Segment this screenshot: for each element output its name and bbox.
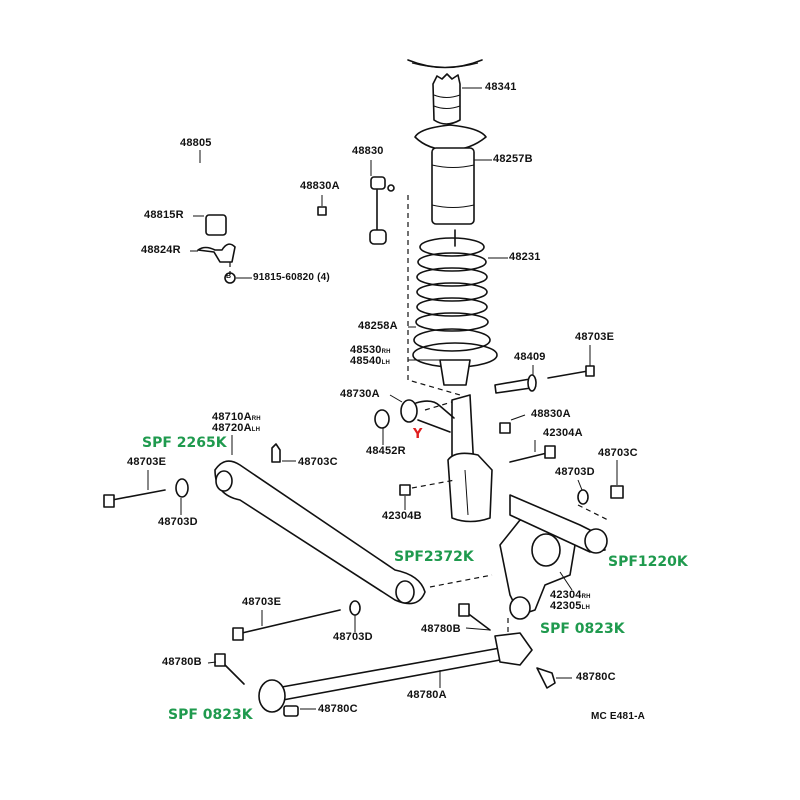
label-48703E-upper: 48703E xyxy=(575,331,615,343)
stabilizer-bushing-48815R xyxy=(193,214,227,236)
label-48703C-right: 48703C xyxy=(598,447,638,459)
label-48409: 48409 xyxy=(514,351,546,363)
coil-spring-48231 xyxy=(415,229,508,332)
label-48452R: 48452R xyxy=(366,445,406,457)
label-48730A: 48730A xyxy=(340,388,380,400)
label-48530: 48530RH xyxy=(350,345,391,356)
upper-control-arm xyxy=(509,494,608,554)
dust-boot-48257B xyxy=(414,124,492,225)
marker-y: Y xyxy=(413,427,423,442)
label-48540-number: 48540 xyxy=(350,355,382,367)
label-42305-side: LH xyxy=(581,605,590,611)
washer-48452R xyxy=(374,409,390,445)
label-48720A-side: LH xyxy=(251,427,261,433)
upper-mount-plate xyxy=(407,59,483,69)
bump-stopper-48341 xyxy=(432,73,482,125)
label-48805: 48805 xyxy=(180,137,212,149)
label-48703D-right: 48703D xyxy=(555,466,595,478)
label-48710A-side: RH xyxy=(251,416,261,422)
washer-48703D-lower xyxy=(349,600,361,632)
spf-label-2265k: SPF 2265K xyxy=(142,435,227,451)
bolt-48703E-left xyxy=(103,470,166,508)
nut-48703C-right xyxy=(610,460,624,499)
label-91815-60820: 91815-60820 (4) xyxy=(253,272,330,283)
label-48257B: 48257B xyxy=(493,153,533,165)
label-48530-side: RH xyxy=(381,349,391,355)
label-48780B-middle: 48780B xyxy=(421,623,461,635)
bolt-48780B-middle xyxy=(458,603,491,631)
label-48703D-left: 48703D xyxy=(158,516,198,528)
label-48540: 48540LH xyxy=(350,356,390,367)
spf-label-1220k: SPF1220K xyxy=(608,554,688,570)
spf-label-0823k-right: SPF 0823K xyxy=(540,621,625,637)
label-48720A-number: 48720A xyxy=(212,422,252,434)
arm-48730A xyxy=(389,394,455,433)
label-48231: 48231 xyxy=(509,251,541,263)
label-48710A: 48710ARH xyxy=(212,412,261,423)
spf-label-2372k: SPF2372K xyxy=(394,549,474,565)
label-42304-side: RH xyxy=(581,594,591,600)
label-42304A: 42304A xyxy=(543,427,583,439)
label-48824R: 48824R xyxy=(141,244,181,256)
label-48703E-left: 48703E xyxy=(127,456,167,468)
bolt-48780B-left xyxy=(207,653,245,685)
label-48830A-upper: 48830A xyxy=(300,180,340,192)
label-48258A: 48258A xyxy=(358,320,398,332)
label-48780C-left: 48780C xyxy=(318,703,358,715)
label-48720A: 48720ALH xyxy=(212,423,260,434)
label-42304-number: 42304 xyxy=(550,589,582,601)
lateral-arm-48710A xyxy=(214,435,493,605)
label-48540-side: LH xyxy=(381,360,390,366)
stabilizer-bracket-48824R xyxy=(190,243,236,275)
label-48710A-number: 48710A xyxy=(212,411,252,423)
label-48815R: 48815R xyxy=(144,209,184,221)
nut-48830A-lower xyxy=(499,414,526,434)
washer-48703D-right xyxy=(577,479,609,521)
label-48703E-lower: 48703E xyxy=(242,596,282,608)
label-42304: 42304RH xyxy=(550,590,591,601)
diagram-code: MC E481-A xyxy=(591,711,646,722)
nut-42304B xyxy=(399,479,456,510)
bolt-48703E-upper xyxy=(547,345,595,379)
stabilizer-bar-48805 xyxy=(131,150,358,238)
bolt-marker-b: B xyxy=(226,273,232,280)
washer-48703D-left xyxy=(175,478,189,515)
stabilizer-link-48830 xyxy=(369,160,395,245)
label-48530-number: 48530 xyxy=(350,344,382,356)
clip-48703C-left xyxy=(271,443,296,463)
label-48703C-left: 48703C xyxy=(298,456,338,468)
label-48780B-left: 48780B xyxy=(162,656,202,668)
label-48341: 48341 xyxy=(485,81,517,93)
knuckle-lower-bushing xyxy=(507,596,531,635)
nut-48830A-upper xyxy=(317,195,327,216)
label-42305: 42305LH xyxy=(550,601,590,612)
bolt-42304A xyxy=(509,440,556,463)
strut-body xyxy=(447,394,493,523)
label-42305-number: 42305 xyxy=(550,600,582,612)
lower-link-48780A xyxy=(258,632,533,713)
label-48830: 48830 xyxy=(352,145,384,157)
ball-joint-48780C-right xyxy=(536,667,572,689)
bolt-91815-60820 xyxy=(224,272,252,284)
nut-48780C-left xyxy=(283,705,316,717)
label-48780C-right: 48780C xyxy=(576,671,616,683)
bolt-48703E-lower xyxy=(232,609,341,641)
bolt-48409 xyxy=(494,365,537,394)
spf-label-0823k-left: SPF 0823K xyxy=(168,707,253,723)
lower-insulator-48258A xyxy=(408,326,498,386)
label-48780A: 48780A xyxy=(407,689,447,701)
label-48830A-lower: 48830A xyxy=(531,408,571,420)
label-48703D-lower: 48703D xyxy=(333,631,373,643)
label-42304B: 42304B xyxy=(382,510,422,522)
